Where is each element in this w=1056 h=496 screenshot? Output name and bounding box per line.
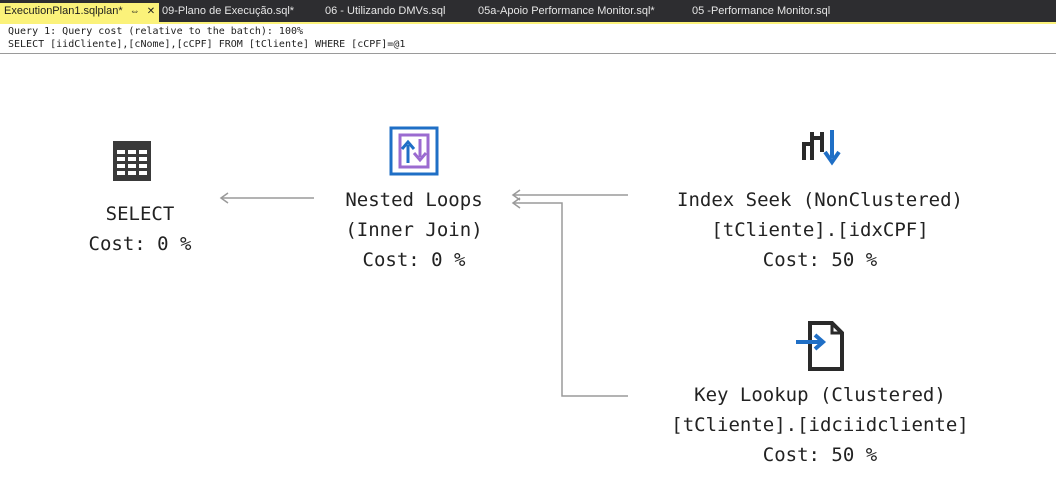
connector-key-lookup: [514, 202, 628, 397]
close-icon[interactable]: ✕: [146, 6, 156, 17]
key-lookup-icon: [796, 321, 844, 371]
tab-label: ExecutionPlan1.sqlplan*: [4, 5, 123, 17]
index-seek-icon: [802, 130, 841, 166]
tab-plano-execucao[interactable]: 09-Plano de Execução.sql*: [162, 3, 294, 20]
pin-icon[interactable]: ⇔: [129, 6, 140, 17]
node-cost: Cost: 0 %: [362, 249, 466, 271]
nested-loops-icon: [389, 126, 439, 176]
tab-label: 06 - Utilizando DMVs.sql: [325, 5, 446, 17]
tab-label: 05 -Performance Monitor.sql: [692, 5, 831, 17]
node-name: Key Lookup (Clustered): [694, 384, 946, 406]
node-detail: [tCliente].[idciidcliente]: [671, 414, 969, 436]
tab-label: 09-Plano de Execução.sql*: [162, 5, 295, 17]
tab-execution-plan[interactable]: ExecutionPlan1.sqlplan* ⇔ ✕: [0, 3, 160, 22]
header-divider: [0, 53, 1056, 54]
tab-performance-monitor[interactable]: 05 -Performance Monitor.sql: [692, 3, 830, 20]
query-cost-line: Query 1: Query cost (relative to the bat…: [8, 26, 304, 37]
node-name: SELECT: [105, 203, 175, 225]
node-detail: (Inner Join): [345, 219, 483, 241]
document-tab-bar: ExecutionPlan1.sqlplan* ⇔ ✕ 09-Plano de …: [0, 0, 1056, 24]
node-name: Nested Loops: [345, 189, 483, 211]
arrowhead-select: [219, 192, 229, 204]
node-name: Index Seek (NonClustered): [677, 189, 963, 211]
tab-label: 05a-Apoio Performance Monitor.sql*: [478, 5, 655, 17]
tab-utilizando-dmvs[interactable]: 06 - Utilizando DMVs.sql: [325, 3, 445, 20]
node-detail: [tCliente].[idxCPF]: [711, 219, 929, 241]
arrowhead-key-lookup: [511, 197, 521, 209]
arrowhead-index-seek: [511, 189, 521, 201]
table-icon: [113, 141, 151, 181]
node-cost: Cost: 0 %: [88, 233, 192, 255]
node-cost: Cost: 50 %: [762, 444, 878, 466]
node-cost: Cost: 50 %: [762, 249, 878, 271]
tab-apoio-performance-monitor[interactable]: 05a-Apoio Performance Monitor.sql*: [478, 3, 655, 20]
query-text-line: SELECT [iidCliente],[cNome],[cCPF] FROM …: [8, 39, 406, 50]
